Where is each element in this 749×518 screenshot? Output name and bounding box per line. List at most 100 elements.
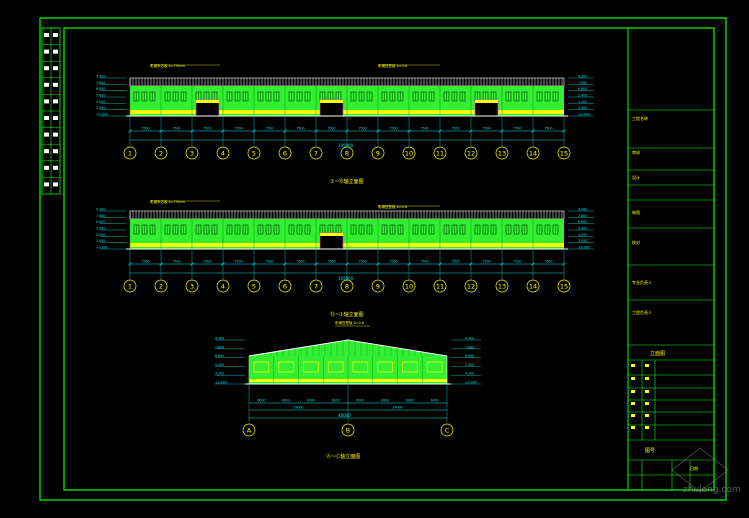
span-dimension: 7500: [389, 127, 397, 131]
span-dimension: 7500: [172, 127, 180, 131]
axis-bubble: [526, 279, 540, 293]
span-dimension: 6000: [307, 399, 315, 403]
span-dimension: 6000: [381, 399, 389, 403]
span-dimension: 7500: [296, 127, 304, 131]
axis-label: 3: [190, 283, 194, 291]
strip-mark: [53, 82, 58, 87]
axis-label: 8: [345, 150, 349, 158]
strip-mark: [53, 116, 58, 120]
axis-bubble: [278, 279, 292, 293]
dimension-tick: [252, 129, 256, 133]
axis-bubble: [185, 146, 199, 160]
strip-mark: [44, 49, 49, 54]
axis-label: C: [445, 427, 450, 435]
axis-bubble: [557, 146, 571, 160]
span-dimension: 7500: [265, 260, 273, 264]
span-dimension: 6000: [282, 399, 290, 403]
door-header: [320, 233, 343, 236]
level-label: 3.000: [578, 106, 587, 110]
level-label: 4.200: [578, 100, 587, 104]
half-total-dimension: 24000: [392, 406, 402, 410]
level-label: 5.400: [578, 94, 587, 98]
axis-label: 4: [221, 150, 225, 158]
axis-bubble: [340, 146, 354, 160]
watermark-logo-icon: [671, 447, 729, 493]
axis-bubble: [526, 146, 540, 160]
level-label: 9.300: [465, 337, 474, 341]
axis-label: 5: [252, 283, 256, 291]
axis-bubble: [185, 279, 199, 293]
dimension-tick: [376, 262, 380, 266]
axis-bubble: [402, 279, 416, 293]
door-header: [320, 100, 343, 103]
span-dimension: 7500: [141, 127, 149, 131]
strip-mark: [44, 132, 49, 137]
axis-bubble: [433, 146, 447, 160]
dimension-tick: [562, 129, 566, 133]
window: [352, 361, 369, 373]
axis-bubble: [154, 279, 168, 293]
axis-bubble: [340, 279, 354, 293]
span-dimension: 7500: [265, 127, 273, 131]
dimension-tick: [500, 262, 504, 266]
title-block-small-mark: [631, 377, 635, 380]
span-dimension: 7500: [203, 260, 211, 264]
dimension-tick: [345, 129, 349, 133]
level-label: 3.000: [96, 106, 105, 110]
dimension-tick: [159, 262, 163, 266]
title-block-small-mark: [645, 390, 649, 393]
level-label: 6.600: [578, 87, 587, 91]
title-block-row-label: 工程负责人: [632, 309, 652, 315]
dimension-tick: [221, 262, 225, 266]
strip-mark: [53, 49, 58, 54]
axis-bubble: [402, 146, 416, 160]
level-label: 5.400: [215, 363, 224, 367]
strip-mark: [44, 165, 49, 170]
strip-mark: [44, 116, 49, 120]
dimension-tick: [190, 262, 194, 266]
window: [303, 361, 319, 373]
axis-bubble: [247, 146, 261, 160]
half-total-dimension: 24000: [293, 406, 303, 410]
axis-bubble: [242, 423, 256, 437]
watermark: zhulong.com: [671, 447, 741, 495]
span-dimension: 7500: [482, 260, 490, 264]
elevation-2-note-right: 彩钢压型板 δ=0.6: [378, 204, 407, 209]
axis-bubble: [309, 279, 323, 293]
title-block-header: 工程名称: [632, 115, 648, 121]
level-label: 7.800: [96, 81, 105, 85]
axis-label: 10: [405, 150, 413, 158]
level-label: 7.800: [215, 345, 224, 349]
dimension-tick: [345, 262, 349, 266]
level-label: 5.400: [96, 227, 105, 231]
level-label: 9.300: [96, 75, 105, 79]
level-label: ±0.000: [96, 113, 108, 117]
dimension-tick: [438, 262, 442, 266]
left-binding-strip: [41, 27, 61, 195]
level-label: 7.800: [465, 345, 474, 349]
axis-label: 7: [314, 283, 318, 291]
door-header: [475, 100, 498, 103]
title-block-row-label: 制图: [632, 209, 640, 215]
span-dimension: 7500: [234, 260, 242, 264]
dimension-tick: [562, 262, 566, 266]
level-label: 5.400: [578, 227, 587, 231]
span-dimension: 6000: [257, 399, 265, 403]
axis-bubble: [216, 279, 230, 293]
title-block-drawing-name: 立面图: [650, 350, 665, 357]
strip-mark: [53, 149, 58, 154]
axis-bubble: [154, 146, 168, 160]
axis-label: 7: [314, 150, 318, 158]
span-dimension: 7500: [451, 127, 459, 131]
title-block-small-mark: [645, 426, 649, 429]
window: [253, 361, 270, 373]
title-block-small-mark: [631, 426, 635, 429]
strip-mark: [53, 99, 58, 104]
level-label: ±0.000: [465, 381, 477, 385]
span-dimension: 7500: [296, 260, 304, 264]
dimension-tick: [314, 129, 318, 133]
axis-label: 9: [376, 150, 380, 158]
